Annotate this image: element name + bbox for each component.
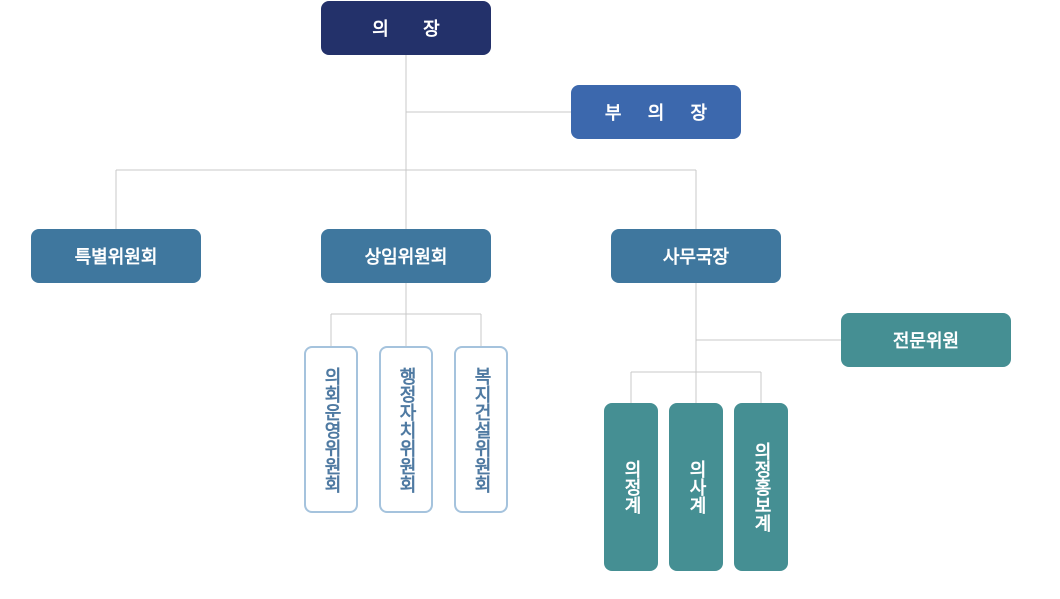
standing-committee-box: 상임위원회 [321, 229, 491, 283]
committee-label-operations: 의회운영위원회 [321, 366, 342, 493]
committee-label-administration: 행정자치위원회 [396, 366, 417, 493]
secretary-general-box: 사무국장 [611, 229, 781, 283]
committee-label-welfare: 복지건설위원회 [471, 366, 492, 493]
expert-member-box: 전문위원 [841, 313, 1011, 367]
committee-box-administration: 행정자치위원회 [379, 346, 433, 513]
division-label-legislative: 의정계 [621, 460, 642, 514]
expert-member-label: 전문위원 [892, 331, 960, 352]
special-committee-box: 특별위원회 [31, 229, 201, 283]
division-box-public-relations: 의정홍보계 [734, 403, 788, 571]
secretary-general-label: 사무국장 [662, 247, 730, 268]
vice-chairman-label: 부 의 장 [604, 103, 718, 124]
standing-committee-label: 상임위원회 [364, 247, 448, 268]
chairman-box: 의 장 [321, 1, 491, 55]
chairman-label: 의 장 [372, 19, 454, 40]
division-label-proceedings: 의사계 [686, 460, 707, 514]
vice-chairman-box: 부 의 장 [571, 85, 741, 139]
division-box-proceedings: 의사계 [669, 403, 723, 571]
committee-box-operations: 의회운영위원회 [304, 346, 358, 513]
division-label-public-relations: 의정홍보계 [751, 442, 772, 532]
special-committee-label: 특별위원회 [74, 247, 158, 268]
committee-box-welfare: 복지건설위원회 [454, 346, 508, 513]
division-box-legislative: 의정계 [604, 403, 658, 571]
